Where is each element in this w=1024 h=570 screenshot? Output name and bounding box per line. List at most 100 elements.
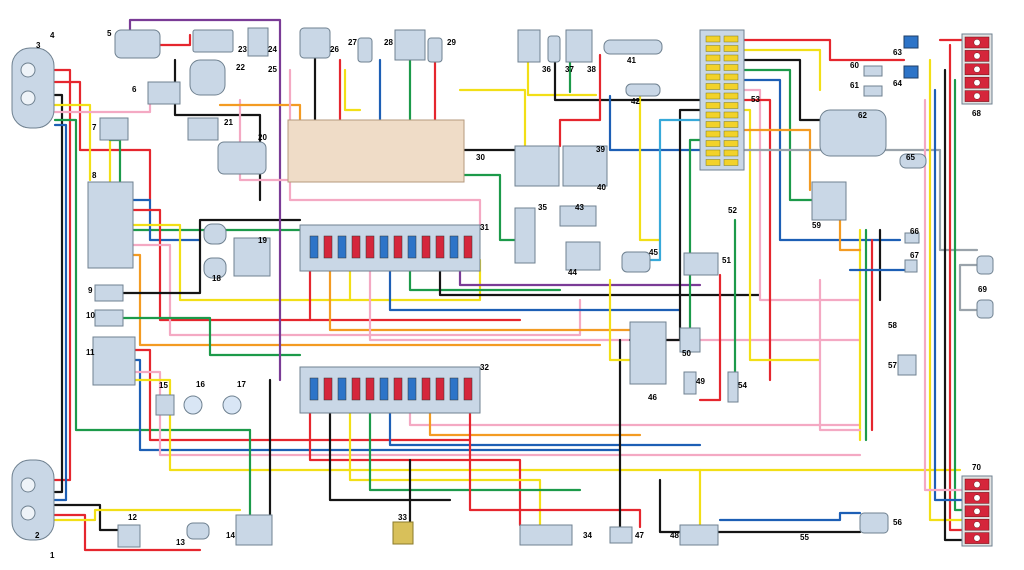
fuse	[393, 377, 403, 401]
component-label-37: 37	[565, 65, 574, 74]
sensor-29	[427, 37, 443, 63]
wire-black	[943, 68, 964, 542]
wire-red	[742, 98, 772, 382]
module-43	[559, 205, 597, 227]
wire-black	[438, 268, 762, 297]
wire-blue	[53, 123, 68, 502]
component-label-23: 23	[238, 45, 247, 54]
component-label-47: 47	[635, 531, 644, 540]
component-label-19: 19	[258, 236, 267, 245]
lamp-17	[222, 395, 242, 415]
relay-39	[562, 145, 608, 187]
component-label-44: 44	[568, 268, 577, 277]
horn-18-lower	[203, 257, 227, 279]
ecu-pin	[705, 149, 721, 157]
ecu-pin	[723, 140, 739, 147]
component-label-1: 1	[50, 551, 55, 560]
wire-yellow	[526, 60, 598, 97]
switch-9	[94, 284, 124, 302]
wire-yellow	[53, 103, 92, 182]
sensor-60	[863, 65, 883, 77]
component-label-4: 4	[50, 31, 55, 40]
tail-lamp-bulb	[973, 494, 981, 502]
wire-blue	[718, 511, 862, 522]
alternator	[189, 59, 226, 96]
voltage-regulator	[147, 81, 181, 105]
fuse	[463, 235, 473, 259]
component-label-3: 3	[36, 41, 41, 50]
component-label-5: 5	[107, 29, 112, 38]
fuse	[393, 235, 403, 259]
tail-lamp-segments	[964, 36, 990, 544]
fuse	[309, 235, 319, 259]
lamp-42	[625, 83, 661, 97]
wire-yellow	[343, 68, 362, 112]
fuse	[435, 377, 445, 401]
wire-yellow	[133, 378, 962, 472]
sensor-56	[859, 512, 889, 534]
wire-grey	[958, 263, 979, 312]
ecu-pin	[723, 159, 739, 166]
sensor-12	[117, 524, 141, 548]
component-label-14: 14	[226, 531, 235, 540]
wire-blue	[133, 358, 622, 452]
headlight-upper-left	[11, 47, 55, 129]
wire-black	[553, 60, 702, 102]
ecu-pin	[723, 111, 739, 119]
sensor-27	[357, 37, 373, 63]
wire-blue	[131, 198, 202, 242]
headlight-bulb	[20, 505, 36, 521]
switch-50	[679, 327, 701, 353]
relay-40	[565, 29, 593, 63]
wire-blue	[933, 88, 964, 502]
component-label-28: 28	[384, 38, 393, 47]
component-label-59: 59	[812, 221, 821, 230]
tail-lamp-bulb	[973, 52, 981, 60]
component-label-20: 20	[258, 133, 267, 142]
component-label-18: 18	[212, 274, 221, 283]
fuse	[421, 235, 431, 259]
wire-harness	[53, 18, 979, 552]
fuse	[407, 235, 417, 259]
lamp-69-upper	[976, 255, 994, 275]
component-label-68: 68	[972, 109, 981, 118]
component-label-21: 21	[224, 118, 233, 127]
fuse	[407, 377, 417, 401]
relay-28	[394, 29, 426, 61]
wire-yellow	[608, 278, 632, 362]
wire-red	[53, 80, 152, 202]
component-label-64: 64	[893, 79, 902, 88]
component-label-49: 49	[696, 377, 705, 386]
wire-orange	[742, 128, 812, 192]
wire-orange	[218, 103, 302, 122]
component-label-12: 12	[128, 513, 137, 522]
lamp-41	[603, 39, 663, 55]
wire-yellow	[928, 58, 964, 522]
fuse-relay-block-8	[87, 181, 134, 269]
tail-lamp-bulb	[973, 92, 981, 100]
component-label-27: 27	[348, 38, 357, 47]
component-label-17: 17	[237, 380, 246, 389]
wire-yellow	[638, 94, 662, 242]
component-label-34: 34	[583, 531, 592, 540]
lamp-15	[155, 394, 175, 416]
component-label-25: 25	[268, 65, 277, 74]
sensor-49	[683, 371, 697, 395]
component-label-58: 58	[888, 321, 897, 330]
component-label-56: 56	[893, 518, 902, 527]
starter-motor	[114, 29, 161, 59]
wire-cyan	[648, 118, 702, 262]
switch-10	[94, 309, 124, 327]
switch-66	[904, 232, 920, 244]
fuse	[449, 377, 459, 401]
module-59	[811, 181, 847, 221]
fuel-pump-34	[519, 524, 573, 546]
ecu-pin	[705, 121, 721, 128]
wire-black	[121, 218, 302, 295]
fuse	[435, 235, 445, 259]
component-label-13: 13	[176, 538, 185, 547]
fuse-row	[309, 235, 473, 259]
wire-blue	[388, 268, 682, 312]
wire-green	[408, 268, 562, 292]
